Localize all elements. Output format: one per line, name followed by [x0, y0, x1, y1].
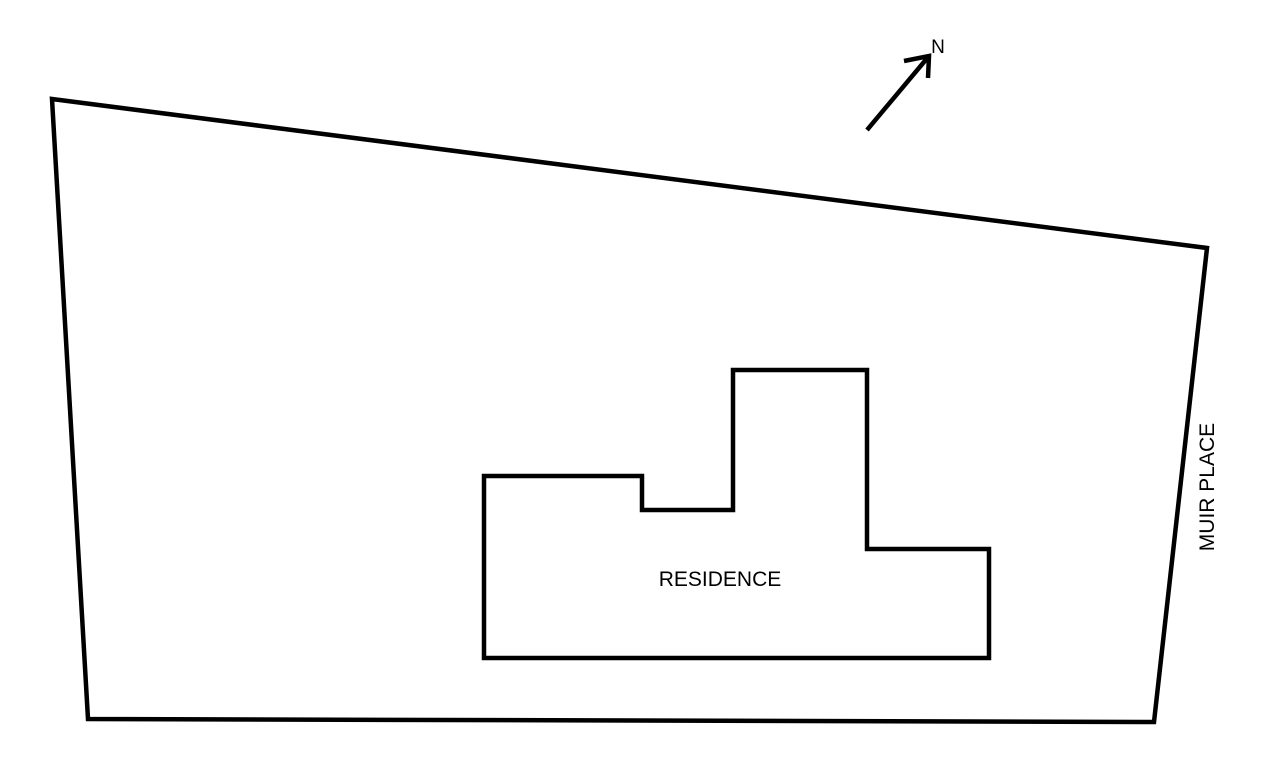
residence-label: RESIDENCE: [659, 568, 782, 591]
north-arrow-shaft: [865, 54, 931, 132]
residence-footprint: [481, 367, 992, 661]
north-arrow-head: [903, 53, 932, 79]
north-label: N: [931, 37, 945, 58]
north-arrow-icon: [865, 53, 932, 132]
lot-boundary: [49, 96, 1210, 725]
street-label: MUIR PLACE: [1196, 423, 1219, 551]
